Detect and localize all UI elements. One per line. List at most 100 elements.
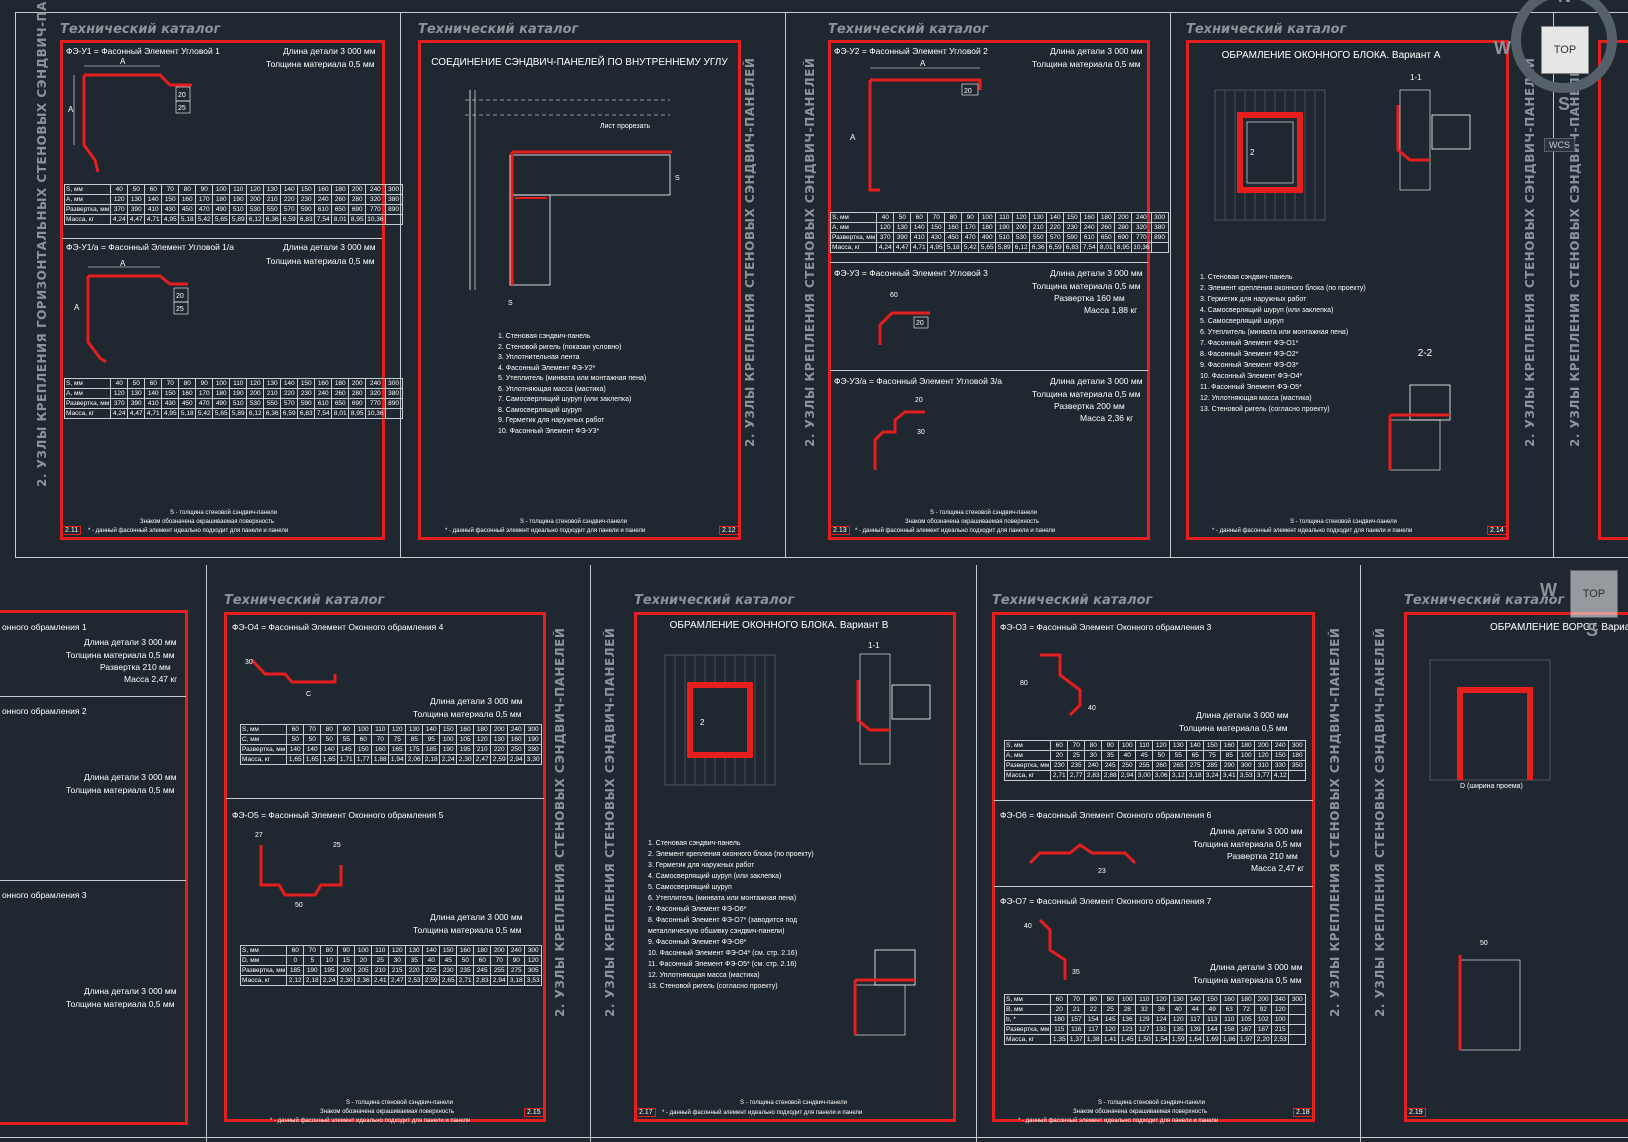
viewcube-ring <box>1511 0 1617 93</box>
profile-drawing: 80 40 <box>1020 653 1096 717</box>
svg-text:A: A <box>920 59 926 68</box>
legend-item: 7. Фасонный Элемент ФЭ-О1* <box>1200 340 1299 347</box>
legend-item: 5. Самосверлящий шуруп <box>1200 318 1284 325</box>
element-title: ФЭ-У2 = Фасонный Элемент Угловой 2 <box>834 46 988 56</box>
footer-note: * - данный фасонный элемент идеально под… <box>1018 1118 1219 1124</box>
compass-west[interactable]: W <box>1494 38 1511 58</box>
mass: Масса 1,88 кг <box>1084 305 1138 315</box>
unfold-length: Развертка 210 мм <box>100 662 171 672</box>
mass: Масса 2,36 кг <box>1080 413 1134 423</box>
detail-length: Длина детали 3 000 мм <box>84 637 177 647</box>
element-title: ФЭ-У1/а = Фасонный Элемент Угловой 1/а <box>66 242 234 252</box>
footer-note: S - толщина стеновой сэндвич-панели <box>346 1100 453 1106</box>
footer-note: S - толщина стеновой сэндвич-панели <box>1098 1100 1205 1106</box>
svg-text:50: 50 <box>295 902 303 909</box>
material-thickness: Толщина материала 0,5 мм <box>1032 59 1141 69</box>
legend-item: 12. Уплотняющая масса (мастика) <box>1200 395 1312 402</box>
corner-joint-drawing: Лист прорезать S S <box>465 90 680 307</box>
profile-drawing: 30 C <box>245 658 337 698</box>
detail-length: Длина детали 3 000 мм <box>283 242 376 252</box>
compass-north[interactable]: N <box>1558 0 1571 7</box>
drawing-title: ОБРАМЛЕНИЕ ВОРОТ. Вариант <box>1490 622 1628 633</box>
catalog-header: Технический каталог <box>992 593 1153 608</box>
svg-text:25: 25 <box>176 306 184 313</box>
element-title: ФЭ-О7 = Фасонный Элемент Оконного обрамл… <box>1000 896 1212 906</box>
legend-item: 8. Самосверлящий шуруп <box>498 406 582 414</box>
profile-drawing: A A 20 25 <box>68 57 192 173</box>
profile-drawing: 20 30 <box>873 397 925 470</box>
element-title: ФЭ-О3 = Фасонный Элемент Оконного обрамл… <box>1000 622 1212 632</box>
svg-text:20: 20 <box>916 320 924 327</box>
unfold-length: Развертка 160 мм <box>1054 293 1125 303</box>
page-number: 2.12 <box>719 526 739 535</box>
sheet-frame-2-15 <box>224 612 546 1122</box>
viewcube-top-face[interactable]: TOP <box>1570 570 1618 618</box>
sheet-frame-2-18 <box>992 612 1315 1122</box>
compass-south[interactable]: S <box>1586 620 1599 640</box>
detail-length: Длина детали 3 000 мм <box>1050 376 1143 386</box>
svg-text:30: 30 <box>917 429 925 436</box>
catalog-header: Технический каталог <box>224 593 385 608</box>
element-title: ФЭ-О6 = Фасонный Элемент Оконного обрамл… <box>1000 810 1212 820</box>
detail-length: Длина детали 3 000 мм <box>1050 46 1143 56</box>
compass-south[interactable]: S <box>1558 94 1571 114</box>
sheet-divider <box>1360 565 1362 1142</box>
legend-item: 1. Стеновая сэндвич-панель <box>498 333 591 340</box>
legend-list: 1. Стеновая сэндвич-панель 2. Элемент кр… <box>648 838 814 992</box>
profile-drawing: A A 20 25 <box>74 259 189 364</box>
legend-item: 11. Фасонный Элемент ФЭ-О5* (см. стр. 2.… <box>648 961 797 968</box>
svg-text:50: 50 <box>1480 940 1488 947</box>
side-title: 2. УЗЛЫ КРЕПЛЕНИЯ СТЕНОВЫХ СЭНДВИЧ-ПАНЕЛ… <box>803 57 817 447</box>
legend-item: 3. Герметик для наружных работ <box>648 862 755 869</box>
svg-text:2: 2 <box>1250 148 1255 157</box>
legend-item: 9. Герметик для наружных работ <box>498 417 605 424</box>
wcs-menu[interactable]: WCS <box>1544 138 1575 152</box>
footer-note: * - данный фасонный элемент идеально под… <box>88 528 289 534</box>
profile-drawing: 60 20 <box>878 292 930 345</box>
svg-text:20: 20 <box>915 397 923 404</box>
viewcube-top-face[interactable]: TOP <box>1541 26 1589 74</box>
profile-drawing: 23 <box>1028 843 1137 875</box>
side-title: 2. УЗЛЫ КРЕПЛЕНИЯ СТЕНОВЫХ СЭНДВИЧ-ПАНЕЛ… <box>1523 57 1537 447</box>
viewcube[interactable]: TOP N W S <box>1494 0 1628 114</box>
footer-note: S - толщина стеновой сэндвич-панели <box>1290 519 1397 525</box>
footer-note: Знаком обозначена окрашиваемая поверхнос… <box>320 1109 454 1115</box>
svg-text:A: A <box>74 303 80 312</box>
element-title: ФЭ-О4 = Фасонный Элемент Оконного обрамл… <box>232 622 444 632</box>
legend-item: 6. Уплотняющая масса (мастика) <box>498 385 606 393</box>
material-thickness: Толщина материала 0,5 мм <box>66 785 175 795</box>
side-title: 2. УЗЛЫ КРЕПЛЕНИЯ СТЕНОВЫХ СЭНДВИЧ-ПАНЕЛ… <box>743 57 757 447</box>
material-thickness: Толщина материала 0,5 мм <box>1193 975 1302 985</box>
catalog-header: Технический каталог <box>60 22 221 37</box>
element-title: ФЭ-У1 = Фасонный Элемент Угловой 1 <box>66 46 220 56</box>
gate-frame-drawing: D (ширина проема) <box>1429 659 1551 790</box>
viewcube-secondary[interactable]: TOP W S <box>1540 570 1628 650</box>
detail-length: Длина детали 3 000 мм <box>1050 268 1143 278</box>
svg-text:1-1: 1-1 <box>1410 73 1422 82</box>
svg-text:A: A <box>850 133 856 142</box>
section-2-2-drawing <box>1388 384 1451 471</box>
svg-text:40: 40 <box>1088 705 1096 712</box>
legend-item: 4. Фасонный Элемент ФЭ-У2* <box>498 364 596 372</box>
sheet-divider <box>400 12 402 557</box>
sheet-divider <box>785 12 787 557</box>
catalog-header: Технический каталог <box>1404 593 1565 608</box>
legend-item: 13. Стеновой ригель (согласно проекту) <box>648 983 778 990</box>
compass-west[interactable]: W <box>1540 580 1557 600</box>
legend-item: 2. Стеновой ригель (показан условно) <box>498 343 622 351</box>
legend-item: 13. Стеновой ригель (согласно проекту) <box>1200 406 1330 413</box>
unfold-length: Развертка 210 мм <box>1227 851 1298 861</box>
svg-text:23: 23 <box>1098 868 1106 875</box>
section-divider <box>226 798 544 799</box>
svg-text:25: 25 <box>333 842 341 849</box>
legend-item: 3. Герметик для наружных работ <box>1200 296 1307 303</box>
footer-note: * - данный фасонный элемент идеально под… <box>270 1118 471 1124</box>
element-title: ФЭ-У3 = Фасонный Элемент Угловой 3 <box>834 268 988 278</box>
section-divider <box>994 800 1313 801</box>
row-divider <box>0 1137 1628 1138</box>
material-thickness: Толщина материала 0,5 мм <box>266 59 375 69</box>
svg-text:20: 20 <box>178 92 186 99</box>
